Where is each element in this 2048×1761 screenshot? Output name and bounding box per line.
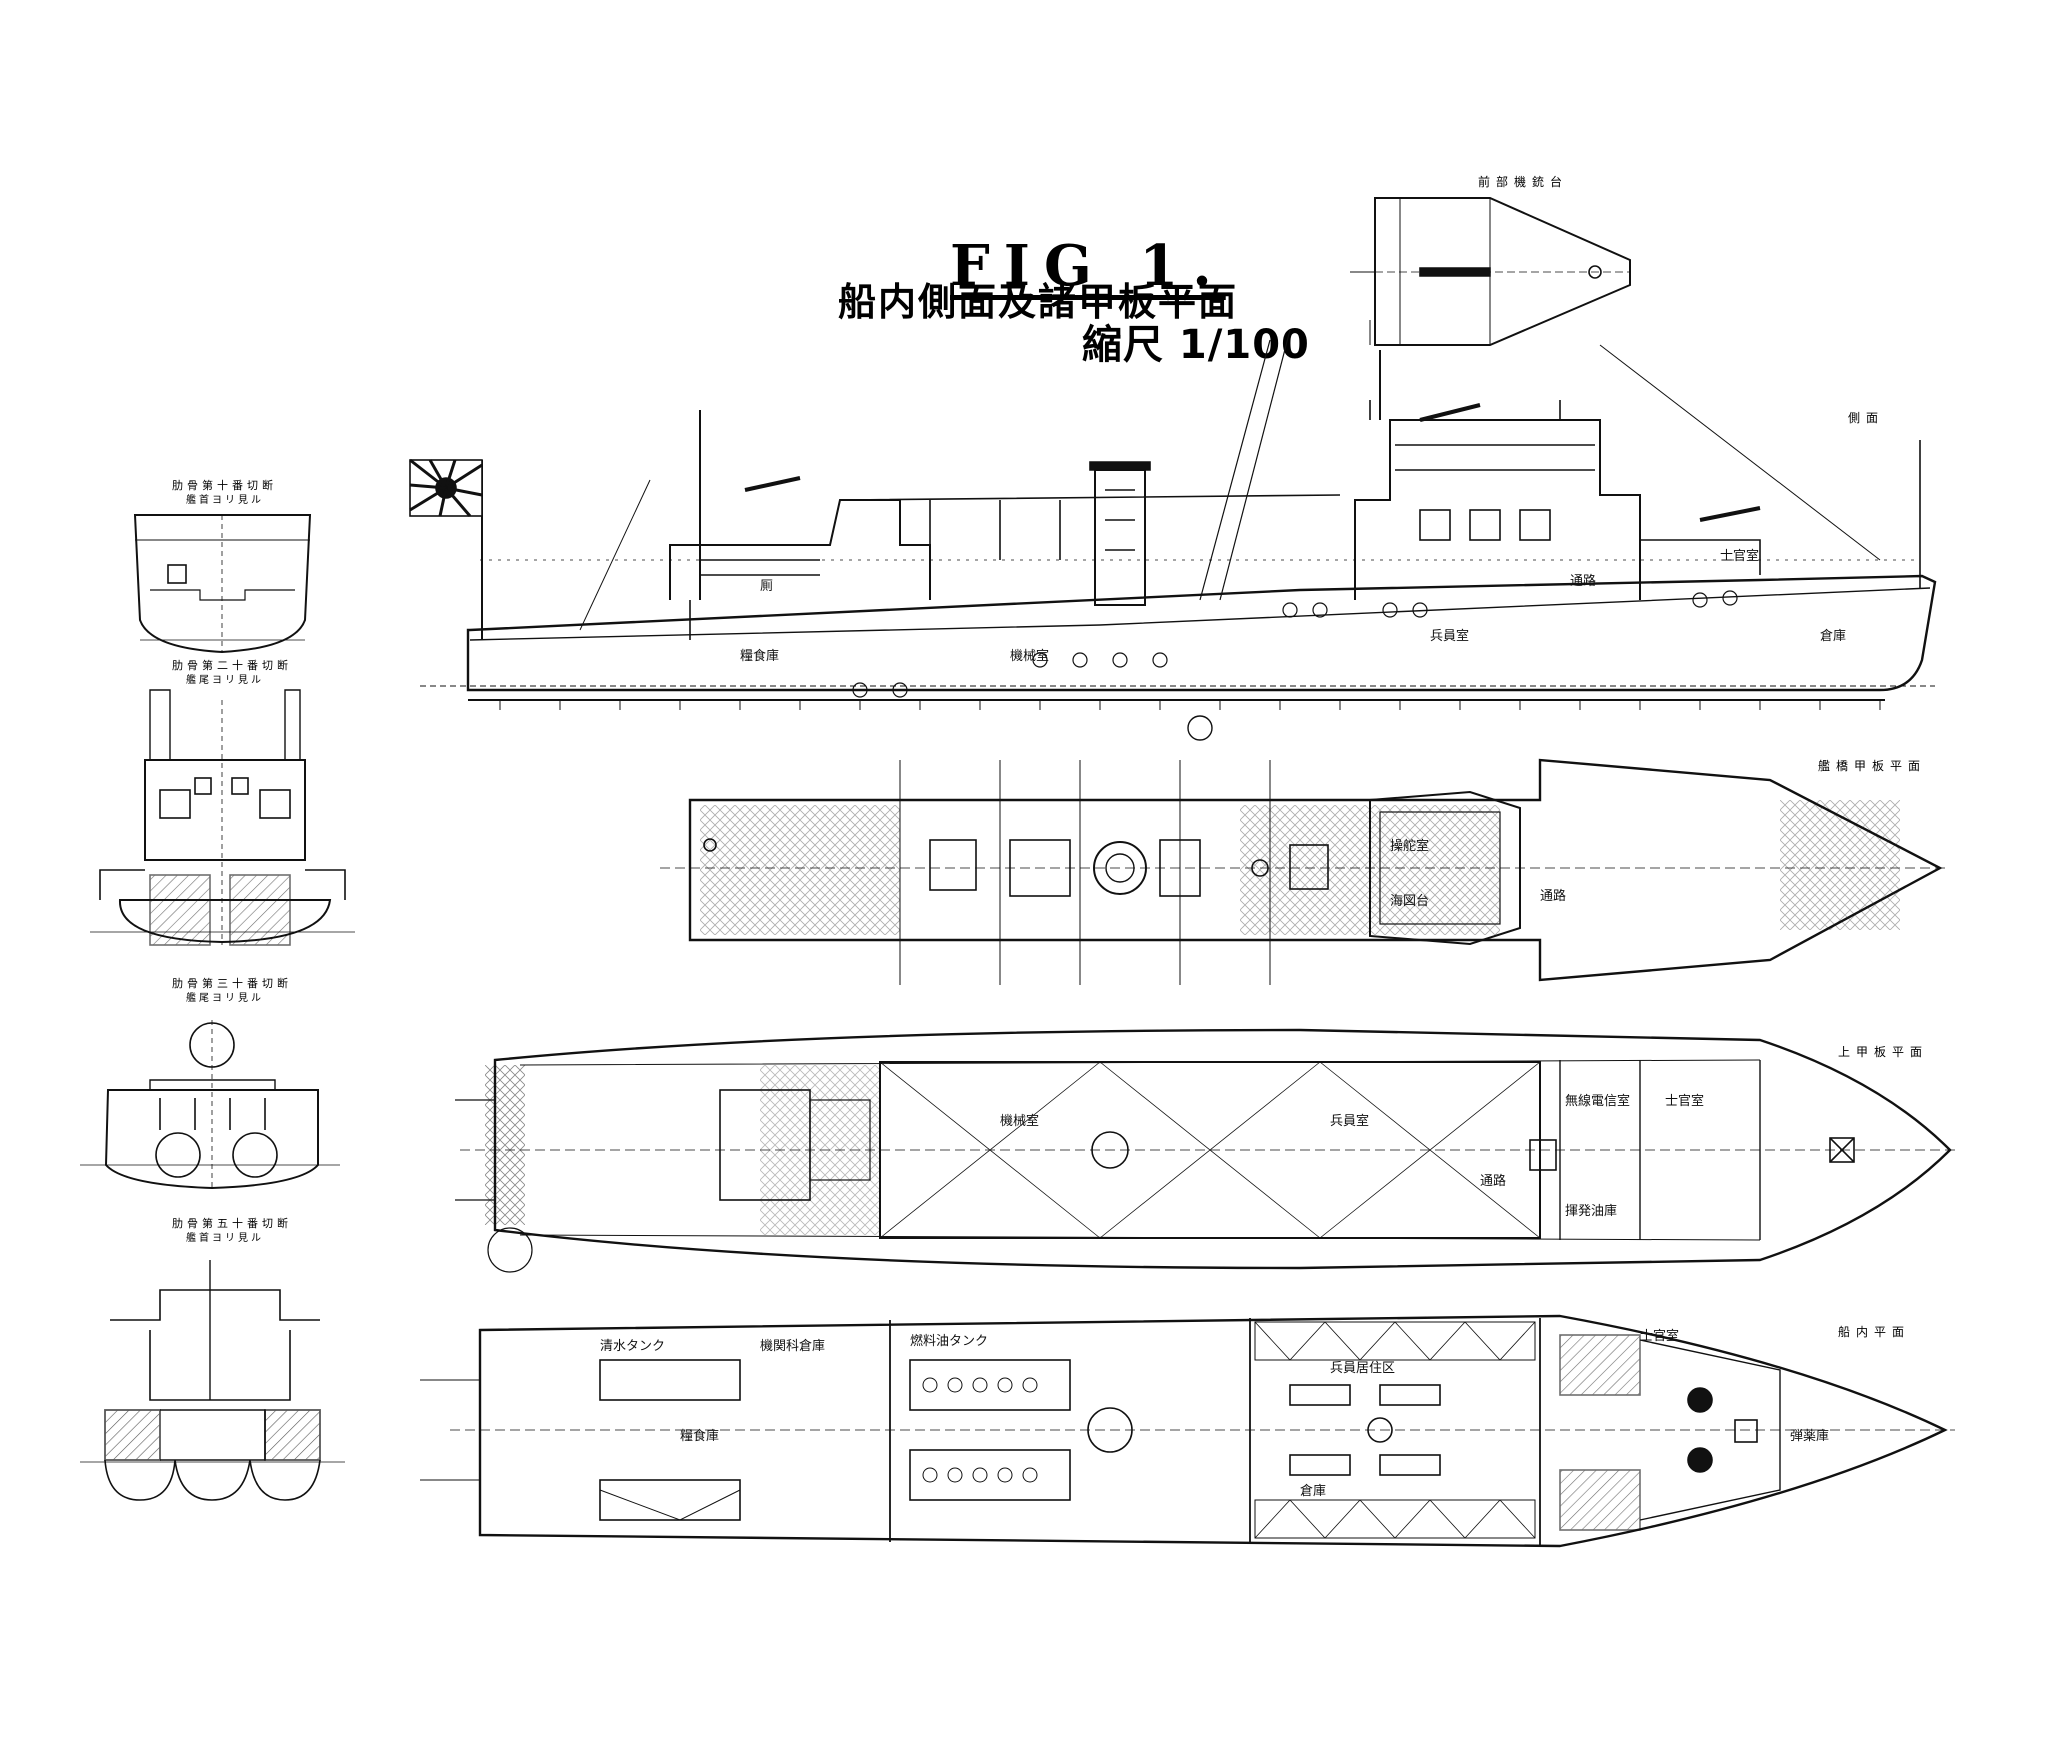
side-elevation-title: 側面 bbox=[1848, 411, 1885, 425]
side-label-engine-room: 機械室 bbox=[1010, 648, 1049, 664]
side-label-officers-room: 士官室 bbox=[1720, 548, 1759, 564]
figure-title: 船内側面及諸甲板平面 bbox=[838, 280, 1239, 324]
upper-label-passage: 通路 bbox=[1480, 1173, 1506, 1189]
upper-label-engine-room: 機械室 bbox=[1000, 1113, 1039, 1129]
section-frame-50 bbox=[80, 1260, 345, 1501]
side-label-storeroom: 倉庫 bbox=[1820, 629, 1846, 644]
bridge-label-wheelhouse: 操舵室 bbox=[1390, 838, 1429, 854]
figure-number: FIG 1. bbox=[950, 233, 1226, 299]
hold-label-fuel-tank: 燃料油タンク bbox=[910, 1333, 988, 1349]
section-4-title: 肋骨第五十番切断 bbox=[172, 1217, 292, 1230]
figure-scale: 縮尺 1/100 bbox=[1082, 322, 1310, 368]
hold-label-engine-store: 機関科倉庫 bbox=[760, 1339, 825, 1354]
side-label-crew-room: 兵員室 bbox=[1430, 628, 1469, 644]
upper-deck-plan bbox=[455, 1028, 1960, 1273]
side-label-head: 厠 bbox=[760, 579, 773, 594]
gun-platform-plan-title: 前部機銃台 bbox=[1478, 175, 1569, 189]
hold-label-storeroom: 倉庫 bbox=[1300, 1484, 1326, 1499]
hold-label-crew-quarters: 兵員居住区 bbox=[1330, 1361, 1395, 1376]
side-label-passage: 通路 bbox=[1570, 573, 1596, 589]
ensign-flag-icon bbox=[409, 458, 483, 517]
bridge-label-chart-table: 海図台 bbox=[1390, 894, 1429, 909]
section-4-subtitle: 艦首ヨリ見ル bbox=[186, 1233, 264, 1244]
upper-label-wireless-room: 無線電信室 bbox=[1565, 1093, 1630, 1109]
section-frame-10 bbox=[133, 514, 312, 654]
section-1-title: 肋骨第十番切断 bbox=[172, 479, 277, 492]
section-1-subtitle: 艦首ヨリ見ル bbox=[186, 495, 264, 506]
section-3-subtitle: 艦尾ヨリ見ル bbox=[186, 993, 264, 1004]
section-3-title: 肋骨第三十番切断 bbox=[172, 977, 292, 990]
hold-label-officers-room: 士官室 bbox=[1640, 1328, 1679, 1344]
upper-label-officers-room: 士官室 bbox=[1665, 1093, 1704, 1109]
bridge-label-passage: 通路 bbox=[1540, 888, 1566, 904]
section-2-subtitle: 艦尾ヨリ見ル bbox=[186, 675, 264, 686]
bridge-deck-plan-title: 艦橋甲板平面 bbox=[1818, 759, 1927, 773]
hold-label-magazine: 弾薬庫 bbox=[1790, 1429, 1829, 1444]
upper-deck-plan-title: 上甲板平面 bbox=[1838, 1045, 1929, 1059]
upper-label-crew-room: 兵員室 bbox=[1330, 1113, 1369, 1129]
gun-platform-plan bbox=[1350, 197, 1631, 346]
section-frame-20 bbox=[90, 689, 355, 946]
hold-plan-title: 船内平面 bbox=[1838, 1325, 1911, 1339]
hold-label-fresh-water-tank: 清水タンク bbox=[600, 1339, 665, 1354]
side-label-provisions: 糧食庫 bbox=[740, 648, 779, 664]
hold-label-provisions: 糧食庫 bbox=[680, 1428, 719, 1444]
upper-label-gasoline-store: 揮発油庫 bbox=[1565, 1204, 1617, 1219]
side-elevation bbox=[409, 329, 1937, 741]
section-frame-30 bbox=[80, 1020, 340, 1190]
bridge-deck-plan bbox=[660, 758, 1950, 985]
hold-plan bbox=[420, 1314, 1955, 1548]
section-2-title: 肋骨第二十番切断 bbox=[172, 659, 292, 672]
